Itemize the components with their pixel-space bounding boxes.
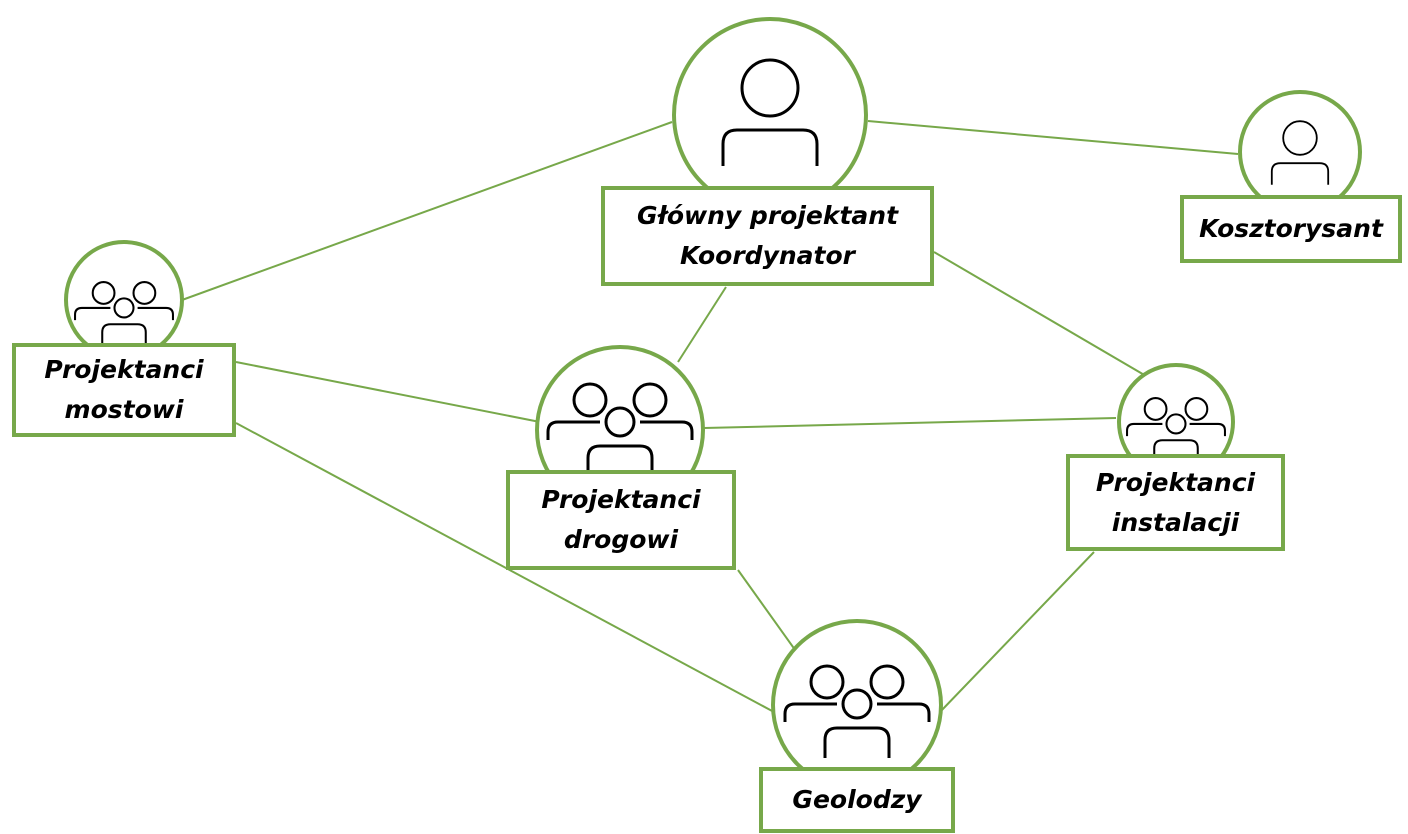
connection-bridge-road (235, 361, 541, 423)
connection-installation-geology (939, 551, 1095, 713)
label-bridge-line2: mostowi (64, 395, 184, 424)
label-coordinator: Główny projektant Koordynator (601, 186, 934, 286)
label-bridge: Projektanci mostowi (12, 343, 236, 437)
connection-road-geology (737, 569, 799, 655)
connection-coordinator-road (677, 286, 727, 363)
connection-coordinator-installation (933, 251, 1147, 377)
label-geology: Geolodzy (759, 767, 955, 833)
label-bridge-line1: Projektanci (44, 355, 204, 384)
label-coordinator-line1: Główny projektant (636, 201, 899, 230)
connection-bridge-geology (235, 422, 775, 713)
label-installation-line1: Projektanci (1095, 467, 1256, 497)
connection-coordinator-estimator (867, 120, 1239, 155)
connections-layer (181, 120, 1239, 713)
connection-coordinator-bridge (181, 121, 673, 301)
node-estimator-circle (1238, 90, 1362, 214)
node-estimator (1238, 90, 1362, 214)
label-installation-line2: instalacji (1111, 507, 1240, 537)
node-geology (771, 619, 943, 791)
label-estimator-text: Kosztorysant (1199, 214, 1383, 243)
label-estimator: Kosztorysant (1180, 195, 1402, 263)
label-road-line1: Projektanci (541, 485, 701, 514)
node-bridge-circle (64, 240, 184, 360)
label-geology-text: Geolodzy (792, 785, 922, 814)
label-coordinator-line2: Koordynator (680, 241, 855, 270)
node-coordinator (672, 17, 868, 213)
label-road: Projektanci drogowi (506, 470, 736, 570)
label-road-line2: drogowi (563, 525, 679, 554)
connection-road-installation (703, 417, 1117, 429)
label-installation: Projektanci instalacji (1066, 454, 1285, 551)
node-bridge (64, 240, 184, 360)
